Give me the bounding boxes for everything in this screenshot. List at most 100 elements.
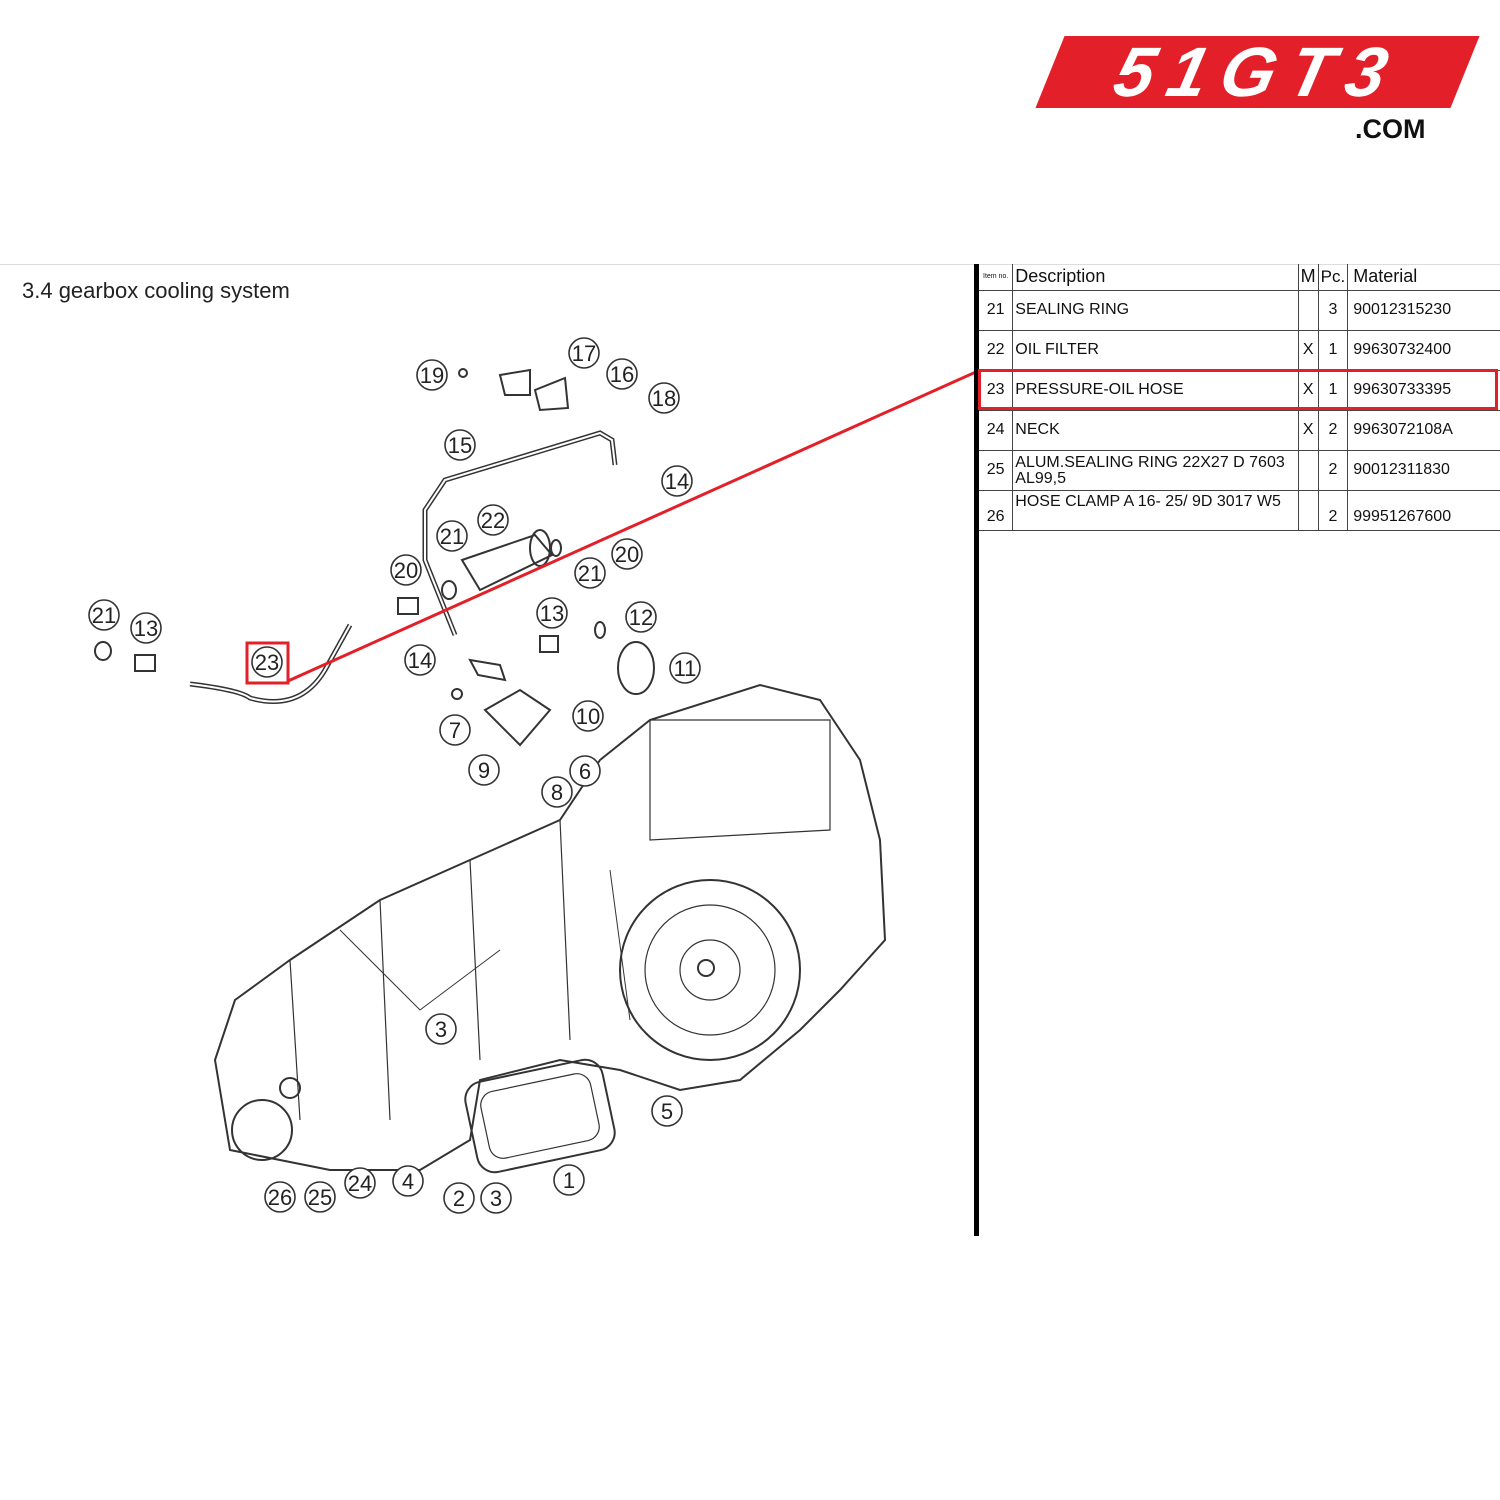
callout-7[interactable]: 7	[439, 714, 471, 746]
callout-17[interactable]: 17	[568, 337, 600, 369]
callout-circle	[88, 599, 120, 631]
callout-number: 22	[481, 508, 505, 533]
callout-8[interactable]: 8	[541, 776, 573, 808]
callout-number: 25	[308, 1185, 332, 1210]
callout-12[interactable]: 12	[625, 601, 657, 633]
callout-circle	[669, 652, 701, 684]
callout-21[interactable]: 21	[574, 557, 606, 589]
description: NECK	[1012, 409, 1299, 451]
callout-23[interactable]: 23	[251, 646, 283, 678]
callout-circle	[443, 1182, 475, 1214]
pieces: 1	[1317, 329, 1349, 371]
callout-number: 14	[408, 648, 432, 673]
callout-24[interactable]: 24	[344, 1167, 376, 1199]
callout-20[interactable]: 20	[611, 538, 643, 570]
callout-circle	[416, 359, 448, 391]
callout-number: 3	[435, 1017, 447, 1042]
callout-19[interactable]: 19	[416, 359, 448, 391]
callout-circle	[264, 1181, 296, 1213]
callout-13[interactable]: 13	[536, 597, 568, 629]
callout-number: 12	[629, 605, 653, 630]
header-divider	[0, 264, 1500, 265]
callout-2[interactable]: 2	[443, 1182, 475, 1214]
callout-11[interactable]: 11	[669, 652, 701, 684]
callout-14[interactable]: 14	[661, 465, 693, 497]
callout-number: 21	[92, 603, 116, 628]
callout-3[interactable]: 3	[425, 1013, 457, 1045]
callout-number: 8	[551, 780, 563, 805]
item-no: 21	[979, 289, 1014, 331]
header-material: Material	[1347, 264, 1500, 291]
m-flag	[1297, 289, 1319, 331]
callout-circle	[651, 1095, 683, 1127]
selected-row-highlight	[978, 369, 1498, 410]
highlight-connector-line	[287, 370, 975, 683]
callout-circle	[344, 1167, 376, 1199]
callout-1[interactable]: 1	[553, 1164, 585, 1196]
callout-10[interactable]: 10	[572, 700, 604, 732]
callout-25[interactable]: 25	[304, 1181, 336, 1213]
callout-circle	[444, 429, 476, 461]
item-no: 26	[979, 489, 1014, 531]
callout-circle	[439, 714, 471, 746]
callout-22[interactable]: 22	[477, 504, 509, 536]
m-flag	[1297, 449, 1319, 491]
pieces: 2	[1317, 409, 1349, 451]
callout-number: 17	[572, 341, 596, 366]
callout-number: 16	[610, 362, 634, 387]
selected-callout-highlight	[245, 641, 290, 685]
callout-20[interactable]: 20	[390, 554, 422, 586]
callout-15[interactable]: 15	[444, 429, 476, 461]
callout-circle	[611, 538, 643, 570]
callout-26[interactable]: 26	[264, 1181, 296, 1213]
sigt3-logo[interactable]: 51GT3	[1035, 33, 1480, 111]
callout-circle	[569, 755, 601, 787]
item-no: 25	[979, 449, 1014, 491]
callout-4[interactable]: 4	[392, 1165, 424, 1197]
callout-circle	[572, 700, 604, 732]
callout-number: 6	[579, 759, 591, 784]
callout-circle	[574, 557, 606, 589]
callout-3[interactable]: 3	[480, 1182, 512, 1214]
pieces: 2	[1317, 489, 1349, 531]
callout-circle	[404, 644, 436, 676]
description: HOSE CLAMP A 16- 25/ 9D 3017 W5	[1012, 489, 1299, 531]
callout-number: 18	[652, 386, 676, 411]
callout-circle	[436, 520, 468, 552]
logo-suffix: .COM	[1355, 114, 1426, 144]
oil-lines-and-parts	[94, 368, 655, 747]
callout-circle	[606, 358, 638, 390]
m-flag: X	[1297, 409, 1319, 451]
callout-number: 19	[420, 363, 444, 388]
callout-21[interactable]: 21	[88, 599, 120, 631]
callout-6[interactable]: 6	[569, 755, 601, 787]
material-number: 99951267600	[1347, 489, 1500, 531]
callout-18[interactable]: 18	[648, 382, 680, 414]
header-pc: Pc.	[1317, 264, 1349, 291]
callout-21[interactable]: 21	[436, 520, 468, 552]
gearbox-housing	[213, 683, 887, 1174]
callout-number: 5	[661, 1099, 673, 1124]
logo-text: 51GT3	[1106, 33, 1409, 111]
callout-number: 20	[394, 558, 418, 583]
callout-13[interactable]: 13	[130, 612, 162, 644]
callout-circle	[661, 465, 693, 497]
callout-5[interactable]: 5	[651, 1095, 683, 1127]
callout-16[interactable]: 16	[606, 358, 638, 390]
header-item: Item no.	[979, 264, 1014, 291]
callout-14[interactable]: 14	[404, 644, 436, 676]
material-number: 90012315230	[1347, 289, 1500, 331]
panel-divider	[974, 264, 979, 1236]
callout-number: 4	[402, 1169, 414, 1194]
callout-circle	[468, 754, 500, 786]
callout-9[interactable]: 9	[468, 754, 500, 786]
callout-number: 10	[576, 704, 600, 729]
header-description: Description	[1012, 264, 1299, 291]
m-flag	[1297, 489, 1319, 531]
